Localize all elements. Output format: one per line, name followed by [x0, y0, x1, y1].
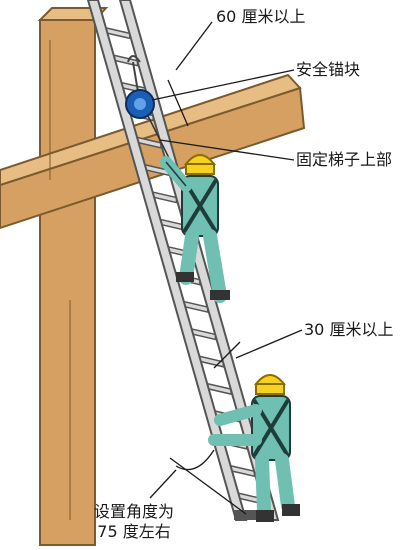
label-top-clearance: 60 厘米以上 — [216, 7, 306, 26]
dimension-top-clearance — [167, 79, 189, 127]
angle-arc — [175, 449, 215, 471]
label-angle: 设置角度为 75 度左右 — [64, 502, 204, 542]
ladder-foot — [234, 510, 274, 520]
wooden-frame — [0, 7, 306, 546]
label-climber-spacing: 30 厘米以上 — [304, 320, 394, 339]
upper-climber-leg-left — [179, 229, 199, 285]
lower-climber-helmet — [253, 374, 287, 385]
horizontal-beam-top — [0, 73, 302, 187]
callout-secure-top — [159, 139, 295, 161]
angle-base-line — [169, 457, 247, 515]
callout-top-clearance — [175, 21, 213, 71]
lower-climber-arm — [214, 404, 262, 426]
callout-climber-spacing — [235, 329, 303, 359]
callout-anchor-block — [151, 69, 295, 101]
label-secure-top: 固定梯子上部 — [296, 150, 393, 169]
upper-climber-leg-right — [203, 229, 227, 303]
vertical-post — [39, 19, 96, 546]
label-angle-line2: 75 度左右 — [97, 522, 171, 541]
lower-climber — [208, 374, 300, 522]
dimension-climber-spacing — [213, 341, 241, 369]
vertical-post-side — [37, 7, 109, 21]
upper-climber — [160, 154, 230, 303]
label-anchor-block: 安全锚块 — [296, 60, 361, 79]
callout-lines — [149, 21, 303, 515]
safety-anchor-block — [125, 55, 171, 161]
lower-climber-leg-left — [255, 453, 271, 517]
label-angle-line1: 设置角度为 — [93, 502, 174, 521]
ladder-rail-right — [118, 0, 280, 521]
lower-climber-leg-right — [275, 453, 295, 513]
